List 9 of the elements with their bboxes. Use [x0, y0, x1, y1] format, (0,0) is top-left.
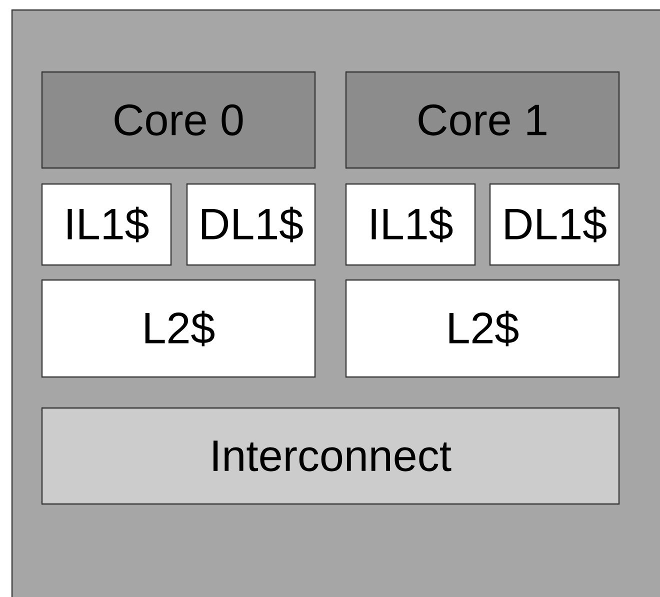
core-box: Core 0 — [41, 71, 316, 169]
cache-box: IL1$ — [41, 183, 172, 266]
cache-box: DL1$ — [489, 183, 620, 266]
core-box: Core 1 — [345, 71, 620, 169]
cache-box: L2$ — [41, 279, 316, 378]
cache-box: DL1$ — [186, 183, 316, 266]
cache-box: IL1$ — [345, 183, 476, 266]
cache-box: L2$ — [345, 279, 620, 378]
interconnect-box: Interconnect — [41, 407, 620, 505]
